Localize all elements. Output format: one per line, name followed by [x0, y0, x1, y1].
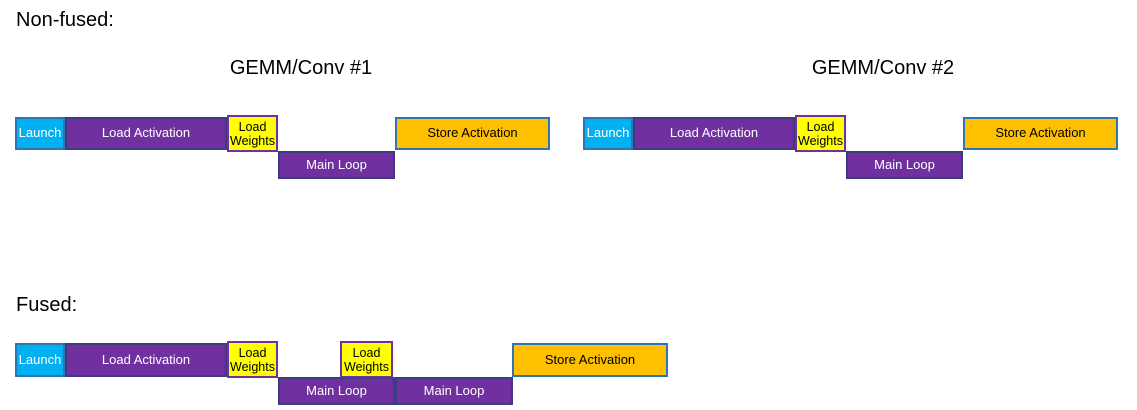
timeline-block-load-activation: Load Activation — [65, 117, 227, 150]
timeline-block-load-weights: Load Weights — [340, 341, 393, 378]
section-label-nonfused: Non-fused: — [16, 9, 114, 31]
timeline-block-load-weights: Load Weights — [227, 115, 278, 152]
section-label-fused: Fused: — [16, 294, 78, 316]
timeline-block-load-weights: Load Weights — [795, 115, 846, 152]
timeline-block-store-activation: Store Activation — [395, 117, 550, 150]
timeline-block-launch: Launch — [583, 117, 633, 150]
timeline-block-main-loop: Main Loop — [395, 377, 513, 405]
group-title-gemm-conv-1: GEMM/Conv #1 — [229, 57, 373, 79]
group-title-gemm-conv-2: GEMM/Conv #2 — [811, 57, 955, 79]
timeline-block-load-weights: Load Weights — [227, 341, 278, 378]
timeline-block-load-activation: Load Activation — [65, 343, 227, 377]
timeline-block-launch: Launch — [15, 117, 65, 150]
timeline-block-load-activation: Load Activation — [633, 117, 795, 150]
timeline-block-main-loop: Main Loop — [278, 151, 395, 179]
timeline-block-launch: Launch — [15, 343, 65, 377]
timeline-block-main-loop: Main Loop — [278, 377, 395, 405]
timeline-block-main-loop: Main Loop — [846, 151, 963, 179]
timeline-block-store-activation: Store Activation — [512, 343, 668, 377]
timeline-block-store-activation: Store Activation — [963, 117, 1118, 150]
